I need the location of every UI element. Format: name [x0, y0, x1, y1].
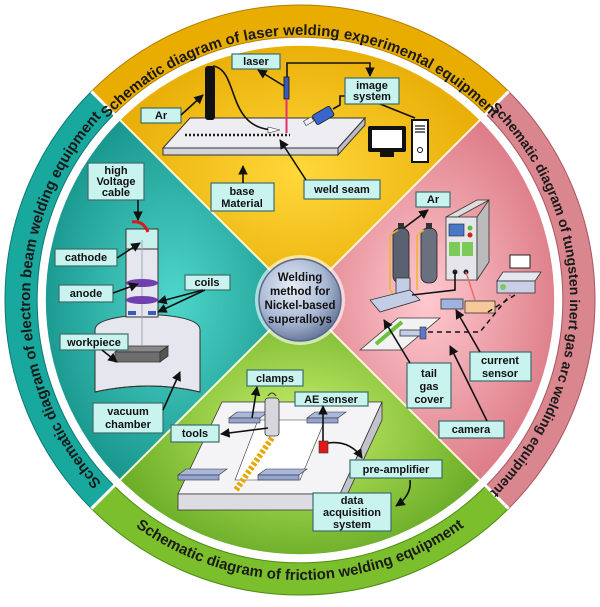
svg-text:system: system [333, 519, 371, 531]
label-weld-seam: weld seam [303, 179, 381, 200]
outer-ring [4, 4, 596, 596]
label-clamps: clamps [246, 369, 304, 387]
svg-text:camera: camera [452, 424, 491, 436]
friction-welding-schematic: clamps AE senser tools pre-amplifier dat… [170, 369, 443, 532]
svg-text:acquisition: acquisition [323, 507, 381, 519]
center-title-line-3: Nickel-based [265, 300, 336, 312]
svg-text:anode: anode [70, 288, 102, 300]
svg-text:Ar: Ar [155, 110, 168, 122]
ar-cylinder-icon [205, 66, 215, 120]
laser-camera-icon [303, 106, 335, 127]
svg-text:system: system [353, 91, 391, 103]
quadrant-right [300, 120, 555, 480]
label-laser: laser [231, 53, 281, 70]
label-anode: anode [58, 284, 114, 303]
fixture-base [177, 401, 383, 511]
svg-text:cable: cable [102, 187, 130, 199]
tig-welding-schematic: Ar tail gas cover current sensor camera [358, 191, 542, 439]
svg-text:sensor: sensor [482, 368, 519, 380]
svg-text:chamber: chamber [105, 419, 152, 431]
label-tail-gas-cover: tail gas cover [406, 362, 452, 409]
svg-text:clamps: clamps [256, 373, 294, 385]
label-ar-tig: Ar [415, 191, 451, 208]
label-cathode: cathode [54, 248, 118, 267]
label-pre-amplifier: pre-amplifier [349, 459, 443, 479]
computer-icon [368, 119, 429, 163]
svg-text:pre-amplifier: pre-amplifier [363, 464, 430, 476]
tig-camera-icon [399, 329, 423, 337]
daq-device-icon [496, 254, 542, 294]
svg-text:Material: Material [221, 198, 263, 210]
label-hv-cable: high Voltage cable [87, 162, 145, 201]
label-workpiece: workpiece [59, 333, 129, 351]
center-title-line-1: Welding [278, 272, 323, 284]
label-current-sensor: current sensor [469, 351, 532, 382]
center-hub: Welding method for Nickel-based superall… [255, 255, 345, 345]
svg-text:laser: laser [243, 56, 269, 68]
label-camera: camera [438, 420, 505, 439]
base-plate [161, 116, 367, 157]
clamp-plates [177, 411, 347, 481]
svg-text:vacuum: vacuum [107, 406, 149, 418]
svg-text:image: image [356, 80, 388, 92]
svg-text:weld seam: weld seam [313, 184, 370, 196]
electron-beam-schematic: high Voltage cable cathode anode coils w… [54, 162, 231, 434]
label-vacuum-chamber: vacuum chamber [92, 402, 164, 434]
svg-text:cathode: cathode [65, 252, 107, 264]
ae-sensor-icon [318, 440, 329, 454]
svg-text:workpiece: workpiece [66, 337, 121, 349]
label-ae-senser: AE senser [294, 391, 369, 407]
svg-text:cover: cover [414, 394, 444, 406]
center-title-line-4: superalloys [268, 314, 332, 326]
gas-cylinders-icon [389, 223, 438, 301]
svg-text:gas: gas [420, 381, 439, 393]
laser-welding-schematic: laser Ar image system base Material weld… [140, 53, 429, 212]
label-tools: tools [170, 424, 220, 443]
svg-text:Ar: Ar [427, 194, 440, 206]
label-ar-laser: Ar [140, 107, 182, 124]
svg-text:coils: coils [194, 277, 219, 289]
label-data-acquisition: data acquisition system [312, 492, 392, 532]
svg-text:high: high [104, 165, 127, 177]
friction-tool-icon [233, 392, 280, 492]
svg-text:tools: tools [182, 428, 208, 440]
svg-text:AE senser: AE senser [304, 394, 359, 406]
label-image-system: image system [344, 77, 400, 105]
svg-text:tail: tail [421, 368, 437, 380]
label-coils: coils [184, 274, 231, 291]
svg-text:Voltage: Voltage [97, 176, 136, 188]
svg-text:base: base [229, 186, 254, 198]
amplifier-icon [464, 300, 496, 314]
svg-text:current: current [481, 355, 519, 367]
laser-head-icon [283, 76, 290, 100]
current-sensor-icon [440, 298, 464, 310]
quadrant-left [45, 120, 301, 480]
power-supply-icon [445, 198, 490, 282]
center-title-line-2: method for [270, 286, 331, 298]
label-base-material: base Material [210, 182, 275, 212]
svg-text:data: data [341, 495, 365, 507]
